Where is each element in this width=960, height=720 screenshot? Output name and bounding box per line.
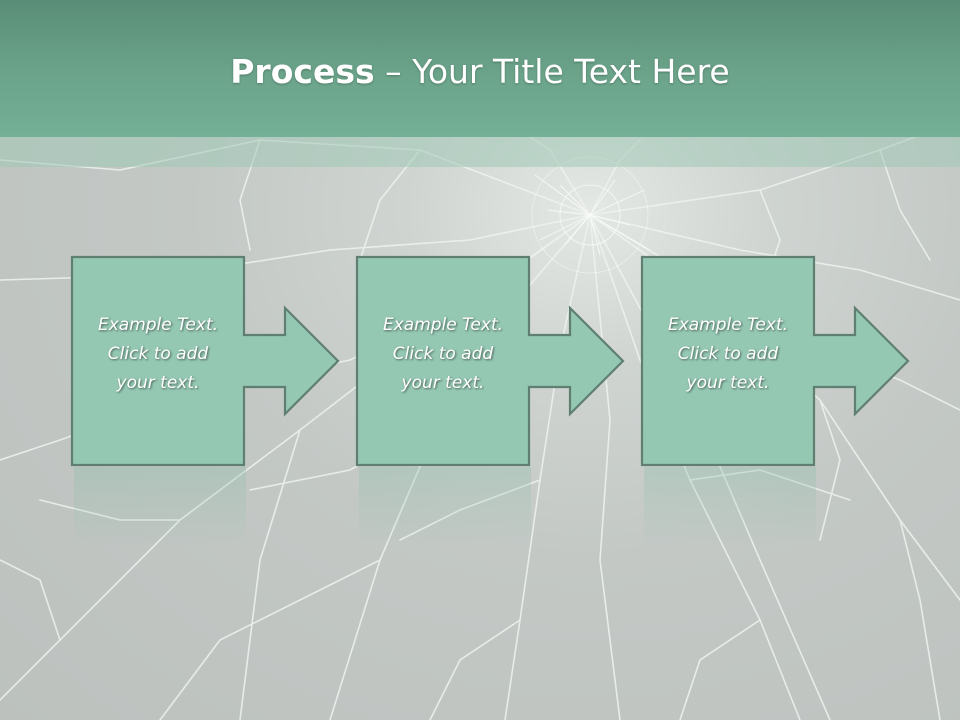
step-arrow-shape [640,255,910,467]
title-bar [0,0,960,137]
title-bar-accent-strip [0,137,960,167]
step-text[interactable]: Example Text. Click to add your text. [72,311,244,398]
step-arrow-shape [355,255,625,467]
process-step-3[interactable]: Example Text. Click to add your text. [640,255,960,547]
step-text-line-3: your text. [686,373,770,393]
step-text-line-3: your text. [116,373,200,393]
step-text-line-1: Example Text. [382,315,504,335]
step-text-line-2: Click to add [392,344,494,364]
step-arrow-shape [70,255,340,467]
step-text[interactable]: Example Text. Click to add your text. [642,311,814,398]
step-text-line-1: Example Text. [667,315,789,335]
title-bold-part: Process [230,52,375,91]
slide-title[interactable]: Process – Your Title Text Here [0,52,960,91]
step-text-line-3: your text. [401,373,485,393]
step-text-line-1: Example Text. [97,315,219,335]
title-rest-part: – Your Title Text Here [374,52,730,91]
step-text-line-2: Click to add [107,344,209,364]
step-text[interactable]: Example Text. Click to add your text. [357,311,529,398]
step-text-line-2: Click to add [677,344,779,364]
